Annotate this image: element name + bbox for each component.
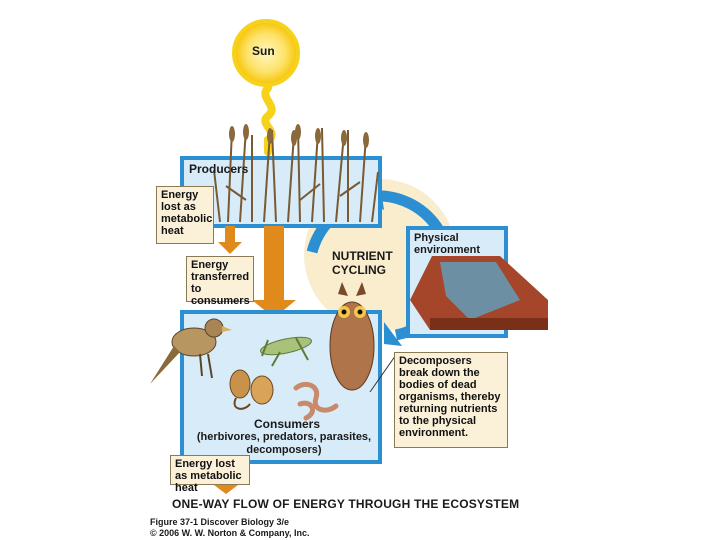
energy-arrow-producers-to-consumers bbox=[264, 226, 284, 306]
consumers-label: Consumers bbox=[254, 417, 320, 431]
riverbank-illustration bbox=[410, 256, 548, 330]
figure-credit-line1: Figure 37-1 Discover Biology 3/e bbox=[150, 517, 289, 527]
heat-arrowhead-producers bbox=[218, 242, 242, 254]
caption-energy-lost-producers: Energy lost as metabolic heat bbox=[156, 186, 214, 244]
heat-arrow-producers bbox=[225, 226, 235, 244]
caption-energy-transferred: Energy transferred to consumers bbox=[186, 256, 254, 302]
caption-decomposers: Decomposers break down the bodies of dea… bbox=[394, 352, 508, 448]
consumers-subtitle: (herbivores, predators, parasites, decom… bbox=[190, 431, 378, 457]
producers-label: Producers bbox=[189, 162, 248, 176]
caption-energy-lost-consumers: Energy lost as metabolic heat bbox=[170, 455, 250, 485]
sun-label: Sun bbox=[252, 44, 275, 58]
figure-credit-line2: © 2006 W. W. Norton & Company, Inc. bbox=[150, 528, 310, 538]
physical-environment-label: Physical environment bbox=[414, 232, 494, 256]
figure-title: ONE-WAY FLOW OF ENERGY THROUGH THE ECOSY… bbox=[172, 497, 519, 511]
nutrient-cycling-label: NUTRIENT CYCLING bbox=[332, 249, 402, 277]
